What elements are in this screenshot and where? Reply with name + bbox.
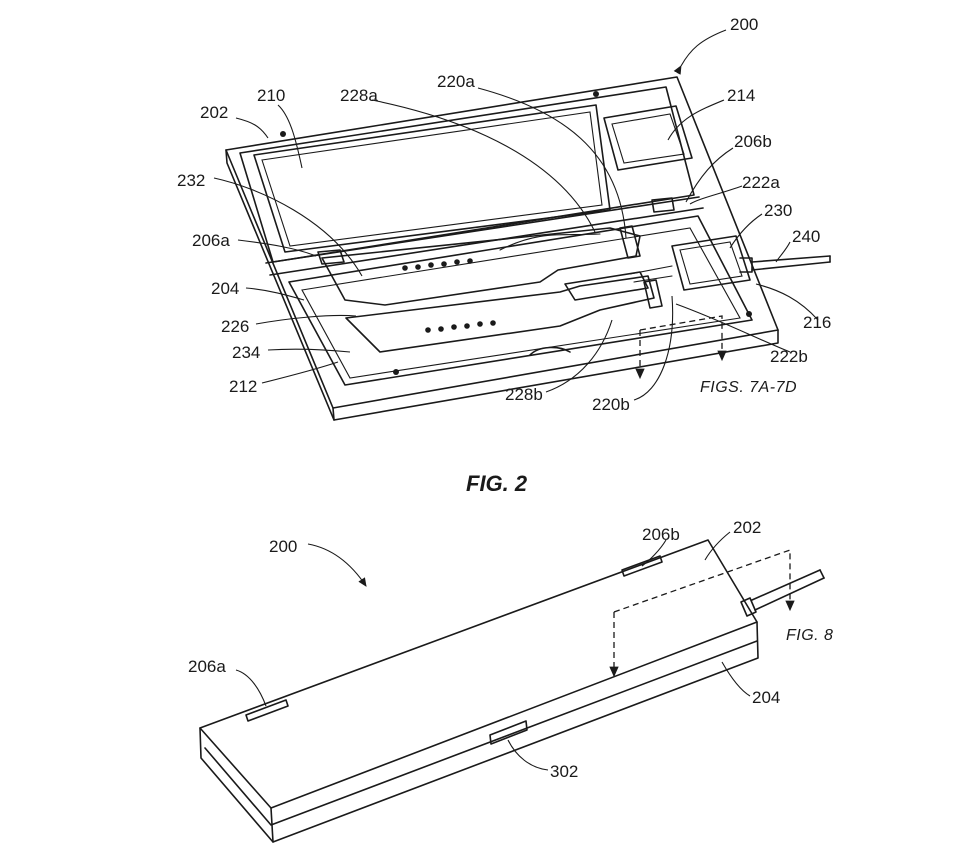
label-220a: 220a bbox=[437, 72, 475, 91]
label-226: 226 bbox=[221, 317, 249, 336]
label-302: 302 bbox=[550, 762, 578, 781]
label-222b: 222b bbox=[770, 347, 808, 366]
label-216: 216 bbox=[803, 313, 831, 332]
label-202-fig3: 202 bbox=[733, 518, 761, 537]
label-220b: 220b bbox=[592, 395, 630, 414]
label-240: 240 bbox=[792, 227, 820, 246]
label-230: 230 bbox=[764, 201, 792, 220]
fig3-closed-case-drawing bbox=[199, 539, 825, 843]
label-234: 234 bbox=[232, 343, 260, 362]
label-206a-fig2: 206a bbox=[192, 231, 230, 250]
label-200-fig2: 200 bbox=[730, 15, 758, 34]
label-214: 214 bbox=[727, 86, 755, 105]
label-206b-fig2: 206b bbox=[734, 132, 772, 151]
label-228a: 228a bbox=[340, 86, 378, 105]
caption-fig-2: FIG. 2 bbox=[466, 471, 528, 496]
fig3-reference-labels: 200 206b 202 206a 204 302 FIG. 8 bbox=[188, 518, 833, 781]
label-206a-fig3: 206a bbox=[188, 657, 226, 676]
label-232: 232 bbox=[177, 171, 205, 190]
fig2-reference-labels: 200 202 210 228a 220a 214 206b 232 222a … bbox=[177, 15, 831, 496]
fig3-leader-lines bbox=[235, 531, 751, 771]
label-200-fig3: 200 bbox=[269, 537, 297, 556]
label-206b-fig3: 206b bbox=[642, 525, 680, 544]
section-ref-figs-7a-7d: FIGS. 7A-7D bbox=[700, 379, 797, 396]
label-210: 210 bbox=[257, 86, 285, 105]
label-212: 212 bbox=[229, 377, 257, 396]
label-222a: 222a bbox=[742, 173, 780, 192]
section-ref-fig-8: FIG. 8 bbox=[786, 627, 833, 644]
label-204-fig2: 204 bbox=[211, 279, 239, 298]
fig2-leader-lines bbox=[213, 29, 819, 401]
label-204-fig3: 204 bbox=[752, 688, 780, 707]
fig2-open-case-drawing bbox=[225, 76, 831, 421]
label-228b: 228b bbox=[505, 385, 543, 404]
label-202: 202 bbox=[200, 103, 228, 122]
